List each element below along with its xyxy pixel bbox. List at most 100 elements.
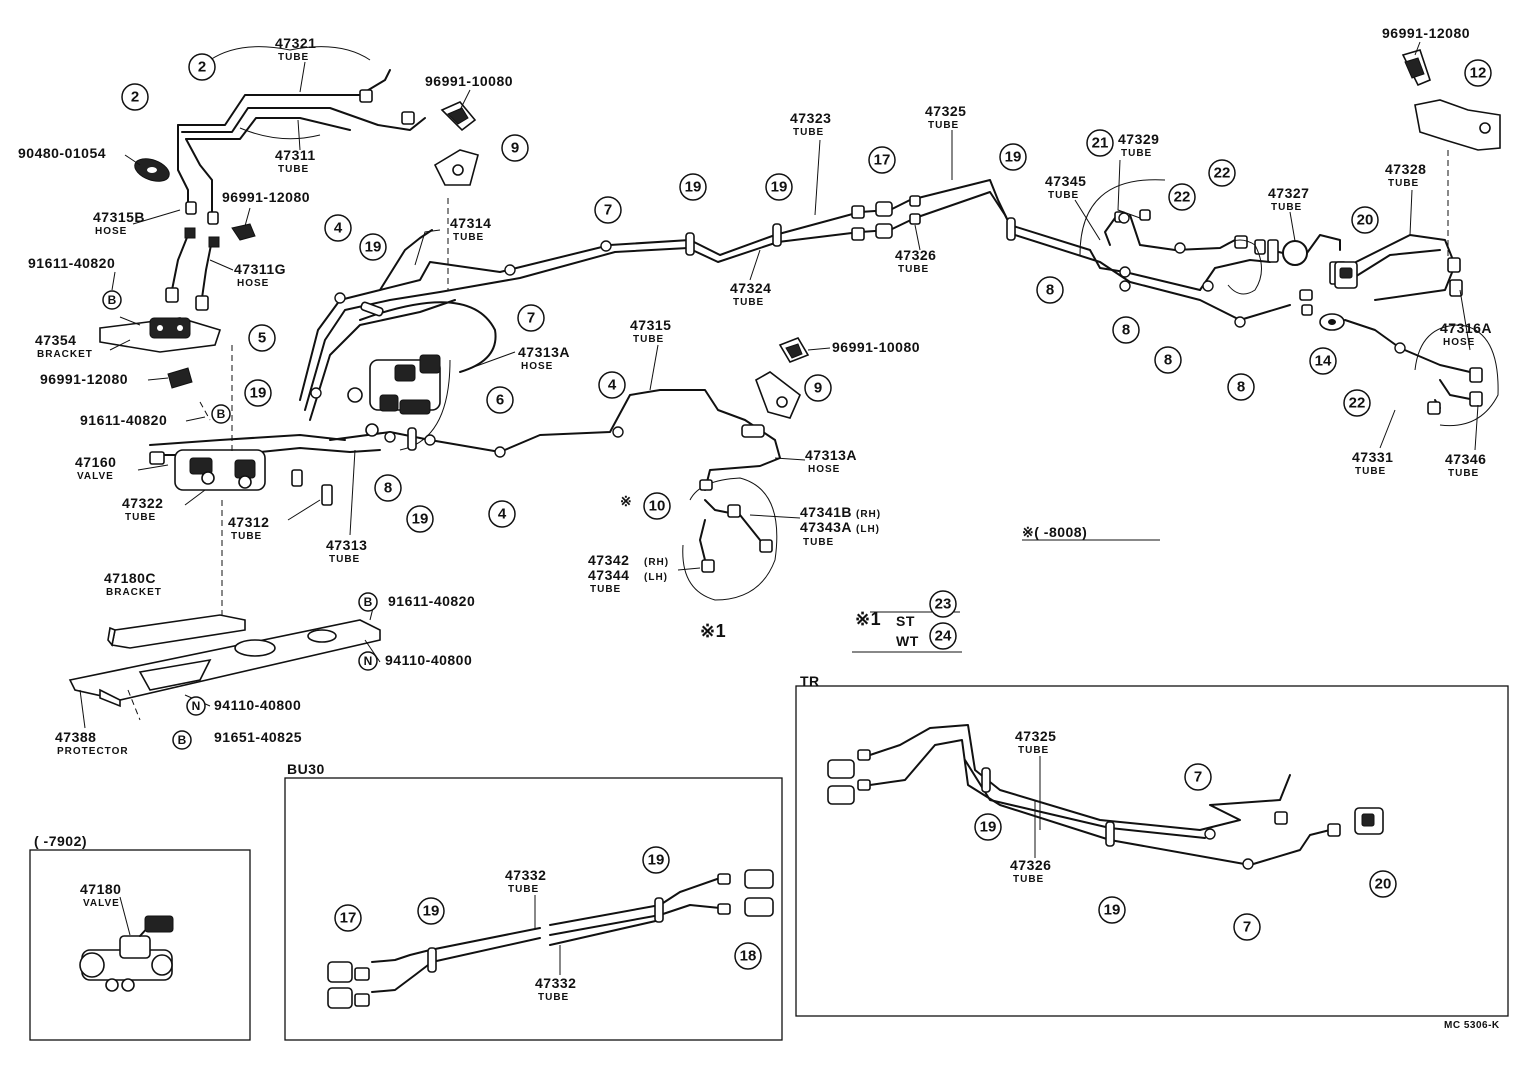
svg-text:19: 19 — [648, 852, 665, 869]
callout-19-d: 19 — [999, 143, 1027, 171]
svg-text:7: 7 — [604, 202, 612, 219]
bracket-9-center — [755, 371, 801, 419]
label-47331: 47331 — [1352, 449, 1393, 465]
label-47327: 47327 — [1268, 185, 1309, 201]
clip-96991-10080-a — [440, 101, 477, 132]
svg-text:TUBE: TUBE — [1013, 874, 1044, 885]
svg-text:HOSE: HOSE — [521, 361, 553, 372]
svg-text:19: 19 — [1005, 149, 1022, 166]
callout-7-c: 7 — [1184, 763, 1212, 791]
label-47344: 47344 — [588, 567, 629, 583]
callout-6: 6 — [486, 386, 514, 414]
inset-tr-title: TR — [800, 673, 820, 689]
label-47311: 47311 — [275, 147, 316, 163]
label-47388: 47388 — [55, 729, 96, 745]
svg-text:4: 4 — [498, 506, 507, 523]
callout-19-e: 19 — [244, 379, 272, 407]
st-label: ST — [896, 613, 915, 629]
callouts: 2 2 9 4 19 7 7 19 19 17 19 21 22 22 12 2… — [102, 53, 1492, 970]
callout-20-a: 20 — [1351, 206, 1379, 234]
label-47326-tr: 47326 — [1010, 857, 1051, 873]
callout-B-a: B — [102, 290, 122, 310]
svg-text:TUBE: TUBE — [278, 52, 309, 63]
label-47323: 47323 — [790, 110, 831, 126]
mark-1: ※1 — [700, 621, 726, 641]
inset-tr-frame — [795, 685, 1509, 1017]
svg-text:17: 17 — [340, 910, 357, 927]
inset-7902-frame — [29, 849, 251, 1041]
callout-10: 10 — [643, 492, 671, 520]
label-91611-b: 91611-40820 — [80, 412, 167, 428]
clip-96991-12080-c — [1401, 49, 1431, 87]
inset-7902-title: ( -7902) — [34, 833, 87, 849]
mark-1-legend: ※1 — [855, 609, 881, 629]
svg-text:17: 17 — [874, 152, 891, 169]
svg-text:VALVE: VALVE — [83, 898, 120, 909]
grommet-90480 — [134, 158, 170, 182]
callout-21: 21 — [1086, 129, 1114, 157]
bracket-12 — [1414, 99, 1501, 151]
callout-7-a: 7 — [594, 196, 622, 224]
label-47315B: 47315B — [93, 209, 145, 225]
protector-47388 — [68, 619, 381, 708]
svg-text:9: 9 — [814, 380, 822, 397]
svg-text:BRACKET: BRACKET — [106, 587, 162, 598]
junction-nodes — [310, 212, 1406, 458]
label-47324: 47324 — [730, 280, 771, 296]
inset-bu30-frame — [284, 777, 783, 1041]
label-47325-tr: 47325 — [1015, 728, 1056, 744]
callout-B-c: B — [358, 592, 378, 612]
callout-17-a: 17 — [868, 146, 896, 174]
label-94110-b: 94110-40800 — [214, 697, 301, 713]
callout-18: 18 — [734, 942, 762, 970]
svg-text:7: 7 — [527, 310, 535, 327]
callout-19-i: 19 — [974, 813, 1002, 841]
label-96991-10080-b: 96991-10080 — [832, 339, 920, 355]
svg-text:18: 18 — [740, 948, 757, 965]
svg-text:5: 5 — [258, 330, 266, 347]
svg-text:7: 7 — [1194, 769, 1202, 786]
callout-2-a: 2 — [188, 53, 216, 81]
svg-text:(RH): (RH) — [856, 509, 881, 520]
callout-7-b: 7 — [517, 304, 545, 332]
svg-text:B: B — [108, 293, 117, 307]
label-47180: 47180 — [80, 881, 121, 897]
callout-4-b: 4 — [598, 371, 626, 399]
ref-mark: ※ — [620, 493, 632, 509]
fittings — [165, 89, 1483, 573]
svg-text:19: 19 — [423, 903, 440, 920]
callout-9-center: 9 — [804, 374, 832, 402]
svg-text:20: 20 — [1375, 876, 1392, 893]
label-91611-c: 91611-40820 — [388, 593, 475, 609]
svg-text:TUBE: TUBE — [1271, 202, 1302, 213]
svg-text:9: 9 — [511, 140, 519, 157]
bracket-9-top — [433, 149, 479, 186]
svg-text:TUBE: TUBE — [453, 232, 484, 243]
svg-text:TUBE: TUBE — [633, 334, 664, 345]
callout-8-d: 8 — [1154, 346, 1182, 374]
part-14 — [1319, 313, 1345, 331]
label-47313A-a: 47313A — [518, 344, 570, 360]
svg-text:TUBE: TUBE — [793, 127, 824, 138]
bu30-tubes — [327, 869, 774, 1009]
svg-text:10: 10 — [649, 498, 666, 515]
svg-text:8: 8 — [1046, 282, 1054, 299]
svg-text:B: B — [364, 595, 373, 609]
svg-text:HOSE: HOSE — [237, 278, 269, 289]
wt-label: WT — [896, 633, 919, 649]
svg-text:TUBE: TUBE — [538, 992, 569, 1003]
svg-text:B: B — [217, 407, 226, 421]
callout-2-b: 2 — [121, 83, 149, 111]
svg-text:TUBE: TUBE — [231, 531, 262, 542]
svg-text:8: 8 — [1122, 322, 1130, 339]
svg-text:TUBE: TUBE — [329, 554, 360, 565]
callout-19-f: 19 — [406, 505, 434, 533]
label-47325: 47325 — [925, 103, 966, 119]
hose-bracket-20 — [1334, 261, 1358, 289]
svg-text:HOSE: HOSE — [95, 226, 127, 237]
svg-text:B: B — [178, 733, 187, 747]
svg-text:HOSE: HOSE — [808, 464, 840, 475]
callout-19-b: 19 — [679, 173, 707, 201]
label-47328: 47328 — [1385, 161, 1426, 177]
svg-text:19: 19 — [771, 179, 788, 196]
